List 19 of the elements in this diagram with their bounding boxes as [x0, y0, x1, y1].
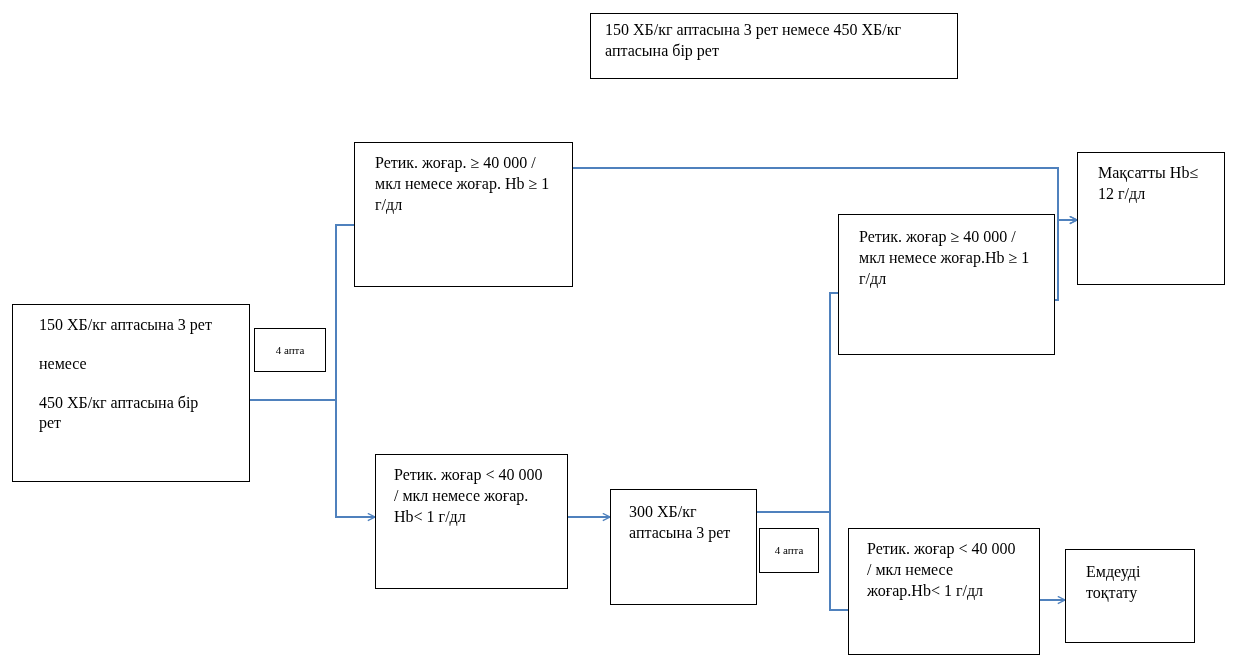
duration-box: 4 апта: [759, 528, 819, 573]
process-box: Ретик. жоғар. ≥ 40 000 / мкл немесе жоғар. Hb ≥ 1 г/дл: [354, 142, 573, 287]
box-text: 150 ХБ/кг аптасына 3 рет: [39, 315, 213, 336]
process-box: Мақсатты Hb≤ 12 г/дл: [1077, 152, 1225, 285]
process-box: [12, 304, 250, 482]
arrow: [1039, 595, 1066, 605]
note-box: 150 ХБ/кг аптасына 3 рет немесе 450 ХБ/кг аптасына бір рет: [590, 13, 958, 79]
process-box: Ретик. жоғар < 40 000 / мкл немесе жоғар. Hb< 1 г/дл: [375, 454, 568, 589]
process-box: Ретик. жоғар < 40 000 / мкл немесе жоғар.Hb< 1 г/дл: [848, 528, 1040, 655]
process-box: Емдеуді тоқтату: [1065, 549, 1195, 643]
arrow: [1054, 215, 1078, 301]
duration-box: 4 апта: [254, 328, 326, 372]
arrow: [249, 399, 376, 522]
box-text: 450 ХБ/кг аптасына бір рет: [39, 392, 200, 434]
arrow: [567, 512, 611, 522]
process-box: Ретик. жоғар ≥ 40 000 / мкл немесе жоғар.Hb ≥ 1 г/дл: [838, 214, 1055, 355]
process-box: 300 ХБ/кг аптасына 3 рет: [610, 489, 757, 605]
connector-line: [756, 511, 849, 611]
box-text: немесе: [39, 353, 88, 374]
